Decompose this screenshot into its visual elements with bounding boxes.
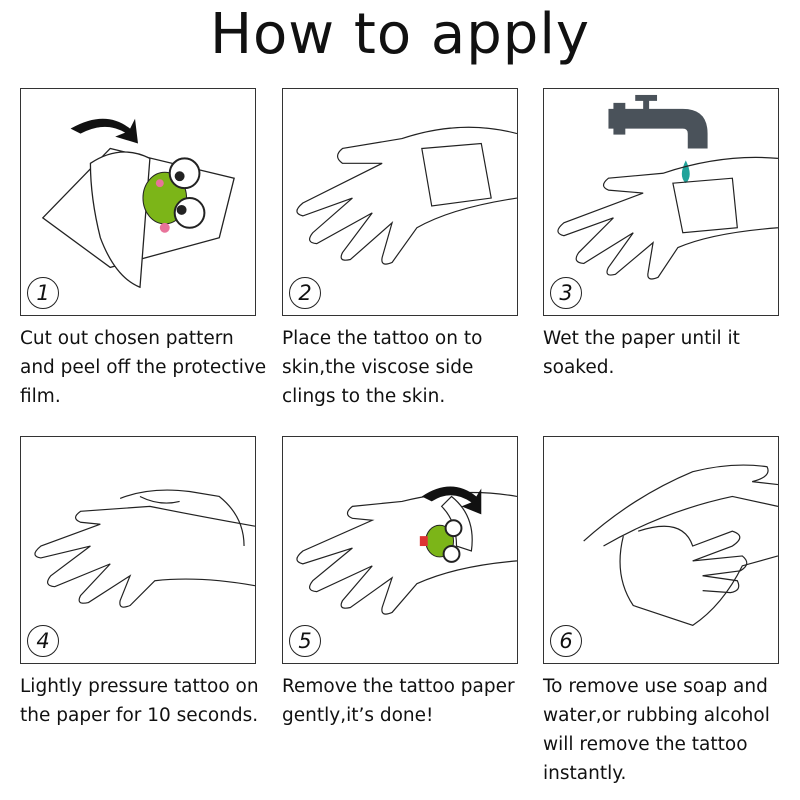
- step-number-badge: 4: [27, 625, 59, 657]
- step-5-caption: Remove the tattoo paper gently,it’s done…: [282, 676, 515, 726]
- step-1-illustration: 1: [20, 88, 256, 316]
- remove-paper-icon: [296, 486, 517, 615]
- step-number-badge: 5: [289, 625, 321, 657]
- step-number-badge: 1: [27, 277, 59, 309]
- faucet-water-icon: [557, 94, 778, 280]
- step-1-caption: Cut out chosen pattern and peel off the …: [20, 328, 267, 407]
- page-title: How to apply: [209, 2, 591, 67]
- pressing-hands-icon: [34, 489, 255, 608]
- step-6-caption: To remove use soap and water,or rubbing …: [543, 676, 770, 784]
- step-number-badge: 6: [550, 625, 582, 657]
- step-3-illustration: 3: [543, 88, 779, 316]
- step-4-illustration: 4: [20, 436, 256, 664]
- step-number-badge: 2: [289, 277, 321, 309]
- peel-film-icon: [41, 118, 235, 289]
- hand-with-tattoo-icon: [296, 126, 517, 265]
- step-3-caption: Wet the paper until it soaked.: [543, 328, 740, 378]
- step-number-badge: 3: [550, 277, 582, 309]
- step-6-illustration: 6: [543, 436, 779, 664]
- step-4-caption: Lightly pressure tattoo on the paper for…: [20, 676, 259, 726]
- washing-hands-icon: [583, 464, 778, 626]
- step-5-illustration: 5: [282, 436, 518, 664]
- step-2-caption: Place the tattoo on to skin,the viscose …: [282, 328, 483, 407]
- step-2-illustration: 2: [282, 88, 518, 316]
